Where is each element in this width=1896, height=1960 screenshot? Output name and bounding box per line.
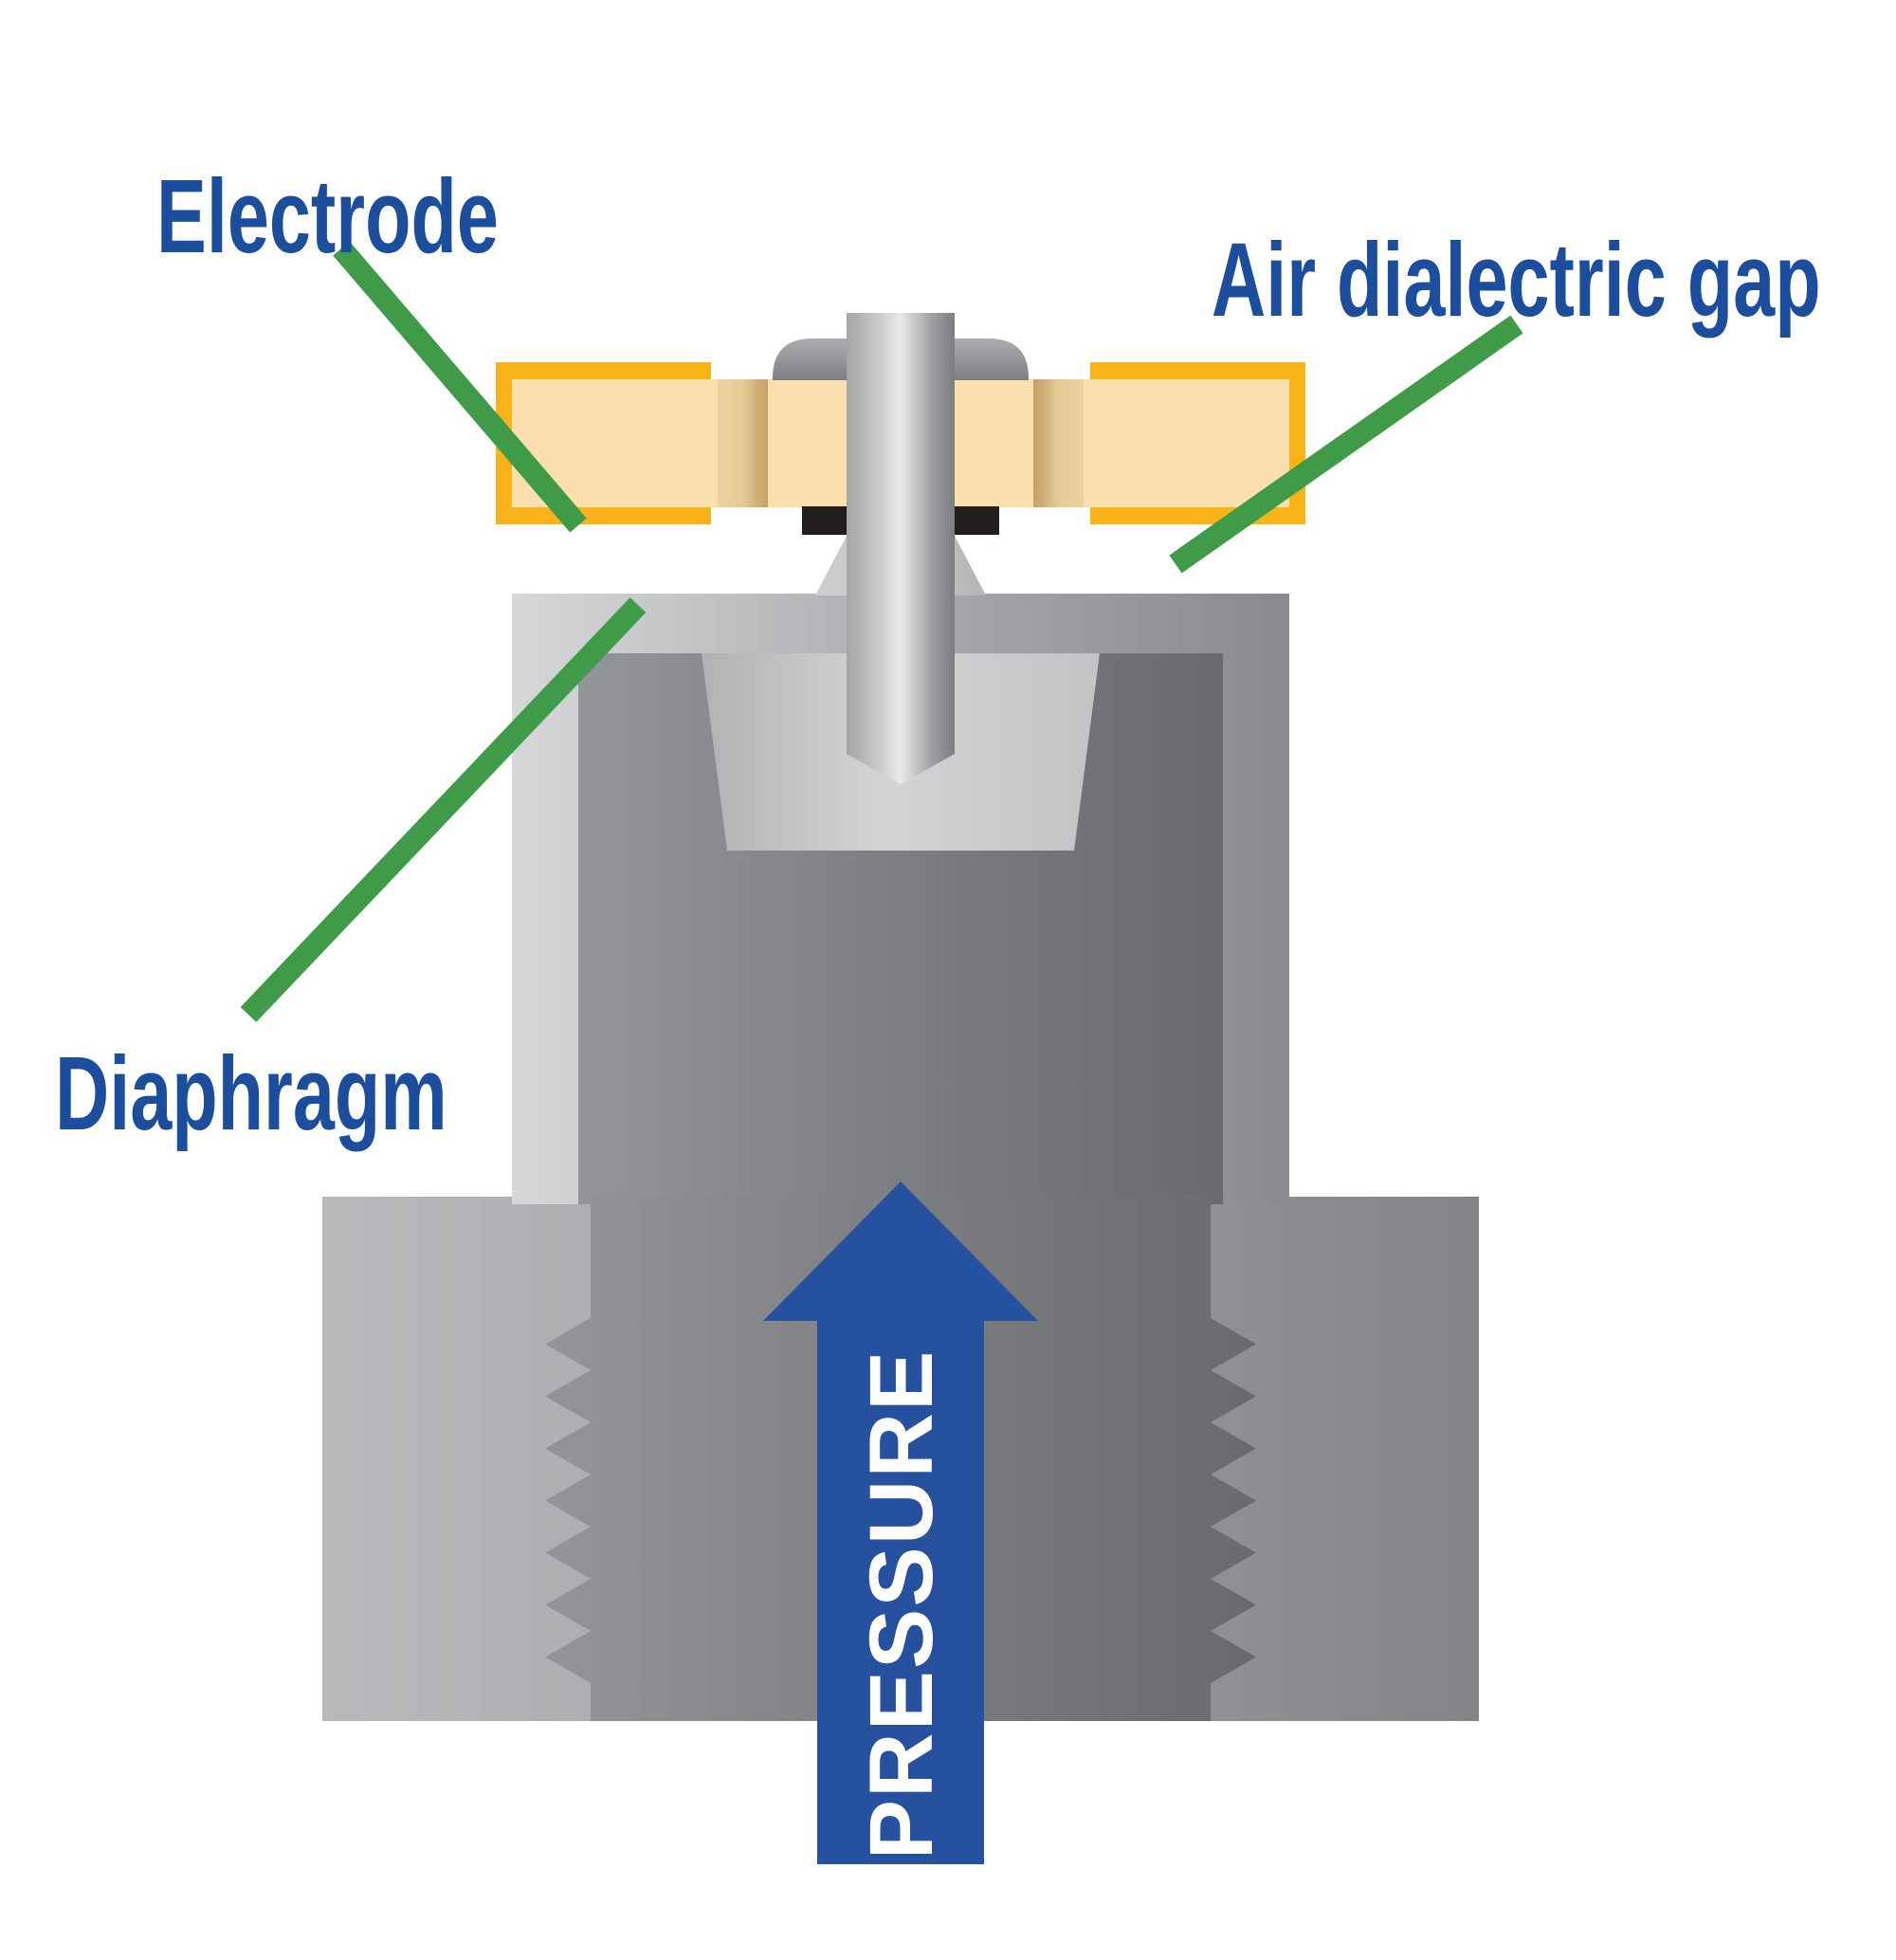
spacer-right	[1033, 379, 1084, 507]
label-diaphragm: Diaphragm	[55, 1035, 447, 1152]
label-electrode: Electrode	[156, 158, 499, 275]
pointer-line-electrode	[333, 241, 587, 533]
pressure-arrow-label: PRESSURE	[851, 1349, 952, 1860]
pressure-arrow	[763, 1181, 1038, 1864]
pointer-line-diaphragm	[240, 597, 647, 1022]
electrode-rod	[847, 313, 955, 784]
pointer-line-air-gap	[1169, 315, 1523, 574]
label-air-dielectric-gap: Air dialectric gap	[1212, 222, 1821, 339]
spacer-left	[718, 379, 768, 507]
